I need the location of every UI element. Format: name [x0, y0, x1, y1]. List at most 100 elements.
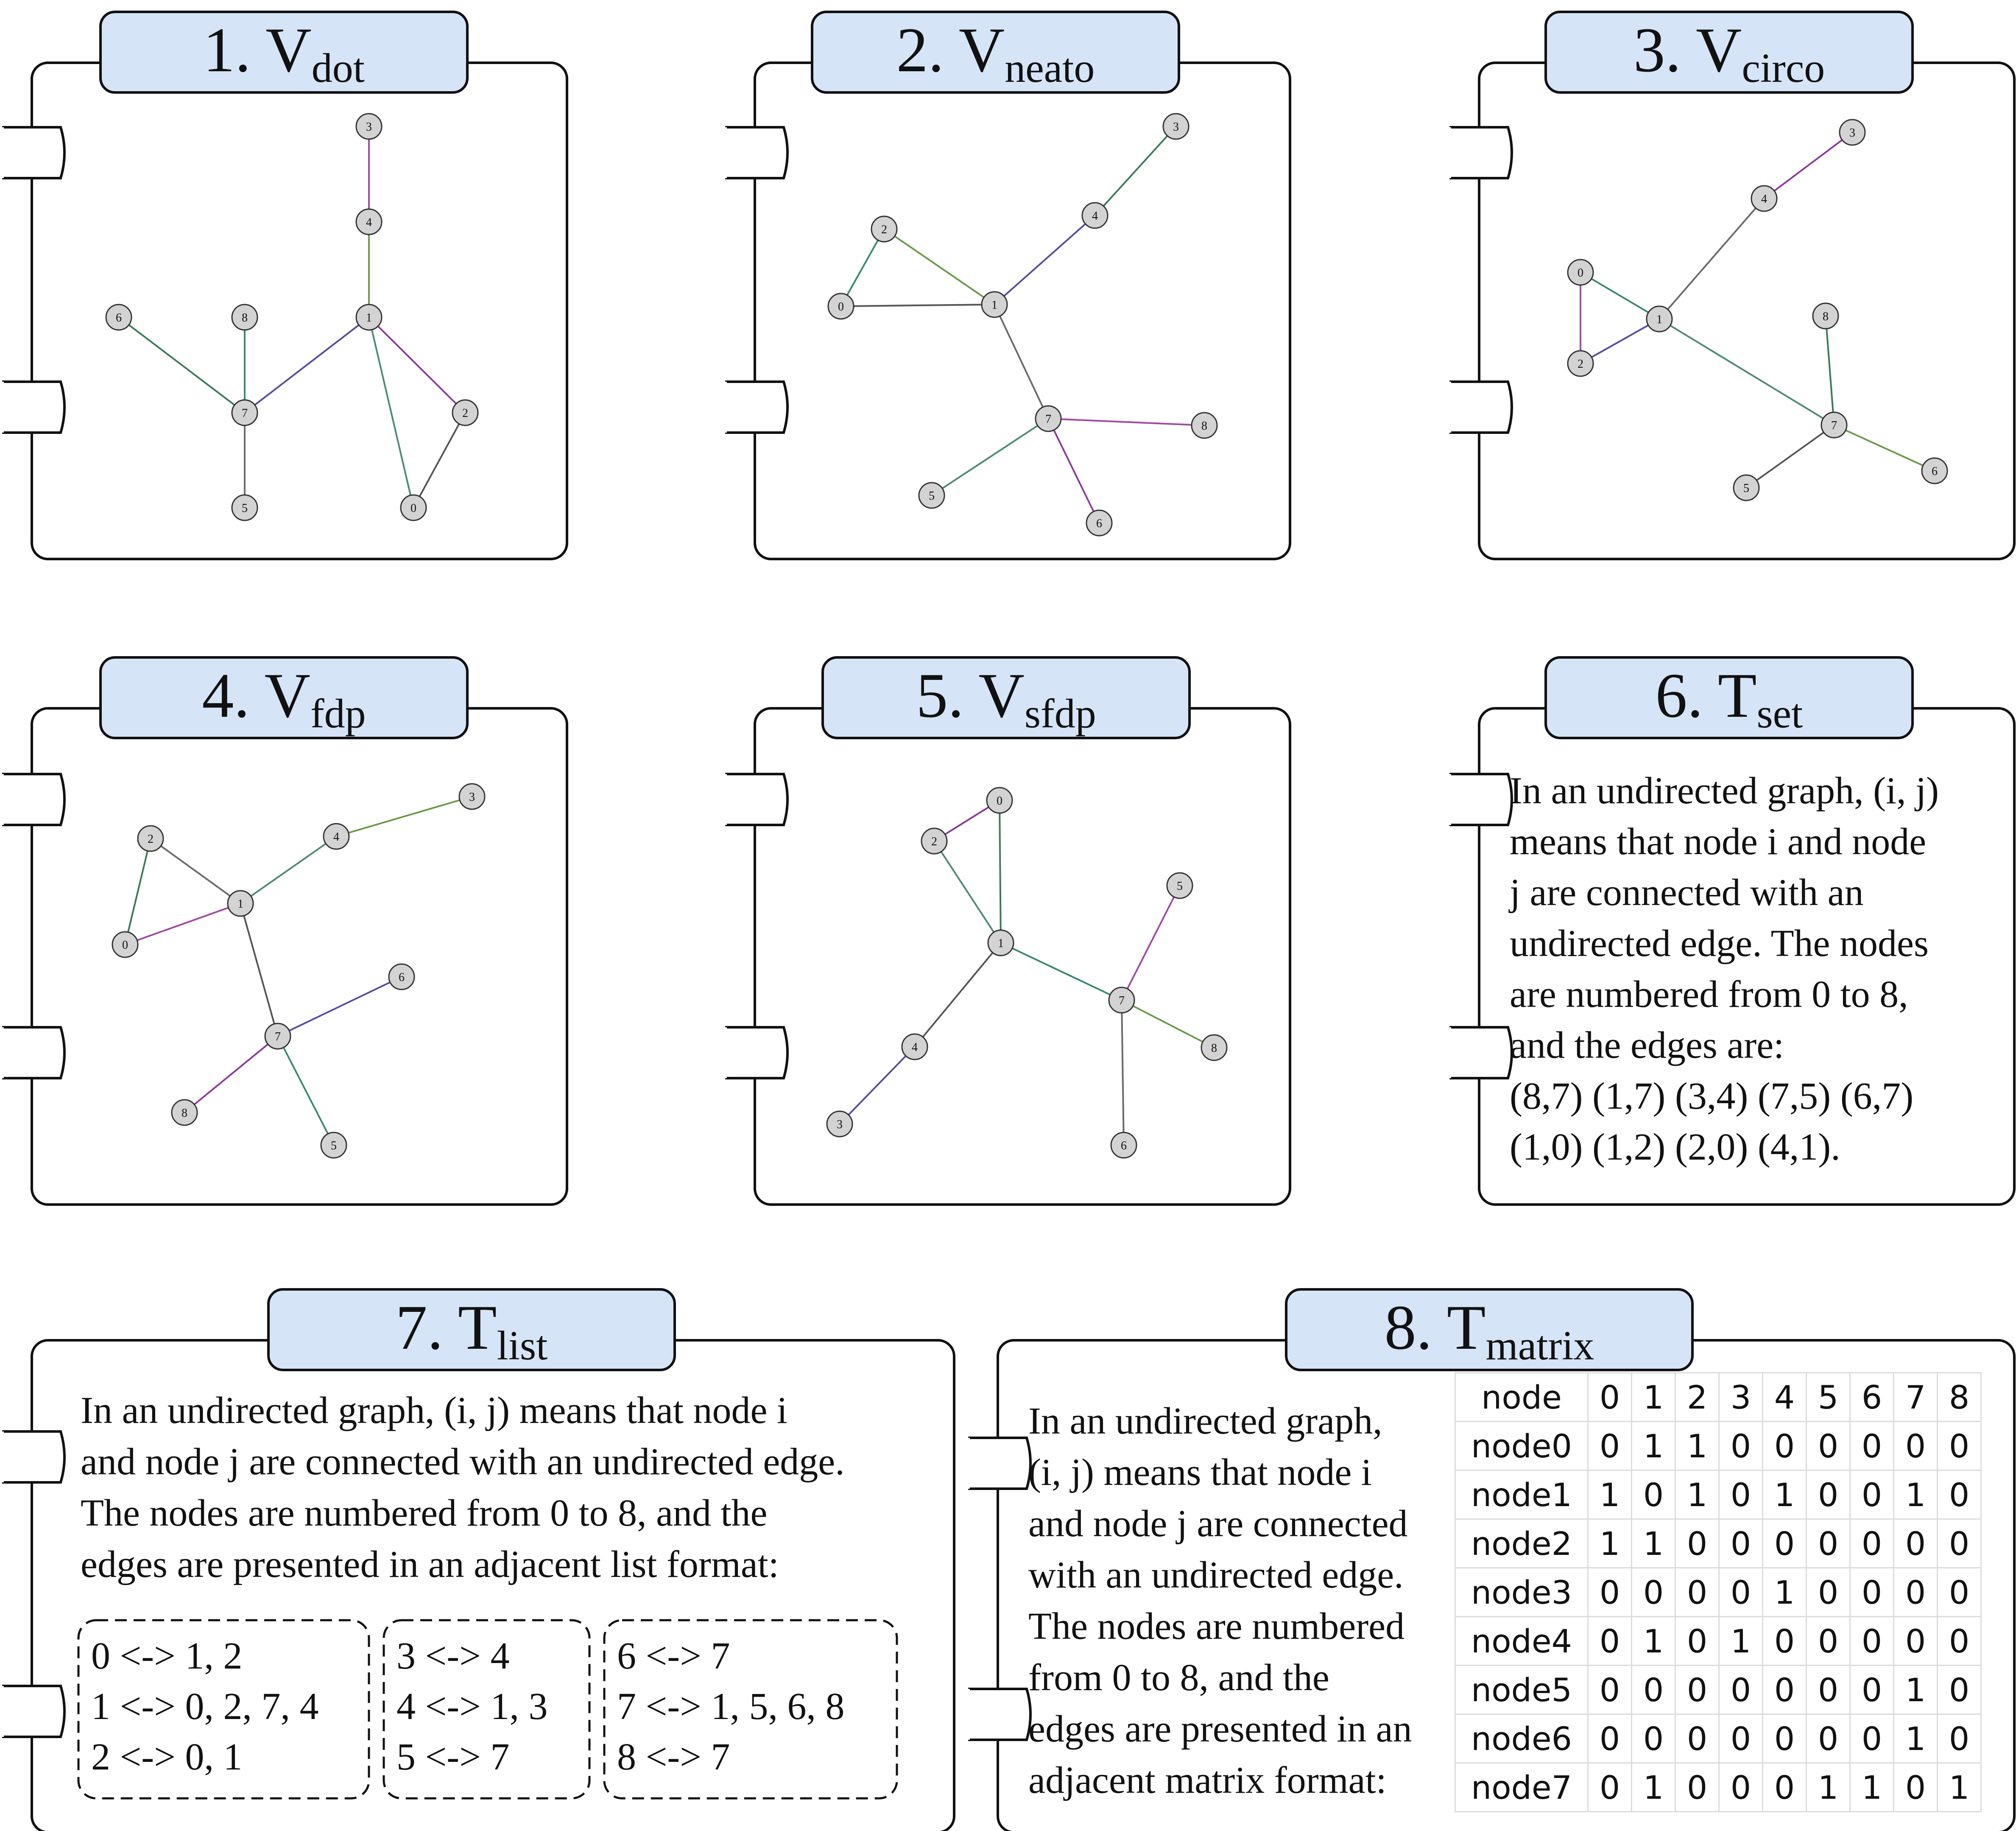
graph-node-label: 3	[469, 791, 475, 804]
graph-node-label: 3	[366, 120, 372, 134]
graph-edge	[1121, 885, 1181, 1001]
matrix-row-label: node5	[1455, 1665, 1589, 1715]
graph-node	[1162, 113, 1189, 140]
graph-node	[400, 494, 427, 521]
graph-edge	[839, 1046, 916, 1125]
graph-node-label: 1	[366, 311, 372, 324]
adjacency-entry: 8 <-> 7	[617, 1736, 730, 1778]
connector-port-icon	[1449, 773, 1513, 826]
matrix-cell: 0	[1937, 1518, 1982, 1568]
graph-edge	[840, 229, 885, 307]
graph-node	[1733, 474, 1760, 501]
graph-edge	[244, 316, 370, 414]
graph-edge	[933, 840, 1002, 944]
graph-edge	[1094, 126, 1177, 216]
graph-edge	[1580, 271, 1660, 320]
panel-title-subscript: matrix	[1486, 1323, 1594, 1369]
matrix-cell: 2	[1675, 1372, 1720, 1422]
matrix-cell: 1	[1849, 1762, 1894, 1812]
matrix-cell: 0	[1718, 1518, 1763, 1568]
graph-node	[1921, 457, 1948, 484]
graph-node-label: 2	[1578, 358, 1583, 371]
matrix-row-label: node	[1455, 1372, 1589, 1422]
matrix-text-line: The nodes are numbered	[1028, 1605, 1405, 1647]
graph-edge	[125, 903, 241, 945]
graph-edge	[240, 836, 337, 904]
graph-node-label: 1	[991, 299, 997, 312]
graph-edge	[1825, 316, 1835, 425]
graph-node	[871, 215, 898, 243]
graph-edge	[1659, 318, 1835, 426]
matrix-cell: 8	[1937, 1372, 1982, 1422]
matrix-cell: 0	[1587, 1616, 1632, 1666]
graph-node-label: 4	[333, 830, 339, 844]
graph-node	[452, 399, 479, 426]
matrix-text-line: from 0 to 8, and the	[1028, 1657, 1329, 1699]
graph-edge	[1580, 318, 1660, 364]
graph-node	[105, 304, 132, 331]
connector-port-icon	[725, 773, 789, 826]
graph-node	[1086, 509, 1113, 537]
panel-1	[0, 61, 568, 560]
graph-node-label: 4	[1092, 210, 1098, 223]
matrix-cell: 3	[1718, 1372, 1763, 1422]
graph-edge	[1048, 418, 1205, 426]
matrix-cell: 0	[1718, 1470, 1763, 1520]
adjacency-entry: 3 <-> 4	[396, 1635, 510, 1677]
graph-node-label: 5	[242, 502, 248, 515]
graph-node	[901, 1033, 928, 1060]
panel-title-tab	[267, 1288, 676, 1371]
graph-node-label: 0	[997, 794, 1002, 808]
matrix-cell: 0	[1587, 1762, 1632, 1812]
matrix-cell: 5	[1806, 1372, 1851, 1422]
matrix-cell: 0	[1849, 1421, 1894, 1471]
graph-node	[1035, 405, 1062, 432]
adjacency-group-box	[603, 1619, 898, 1800]
matrix-cell: 0	[1718, 1421, 1763, 1471]
matrix-cell: 1	[1762, 1567, 1807, 1617]
graph-node	[826, 1110, 853, 1138]
connector-port-icon	[968, 1688, 1032, 1741]
graph-node-label: 0	[410, 502, 416, 515]
matrix-cell: 0	[1587, 1372, 1632, 1422]
graph-node-label: 6	[399, 971, 405, 984]
panel-title-tab	[99, 11, 469, 94]
matrix-cell: 0	[1762, 1421, 1807, 1471]
panel-title-main: 6. T	[1656, 660, 1757, 731]
graph-node-label: 1	[1656, 313, 1662, 326]
matrix-cell: 1	[1631, 1616, 1676, 1666]
matrix-row-label: node7	[1455, 1762, 1589, 1812]
graph-edge	[1047, 418, 1100, 523]
set-text-line: (1,0) (1,2) (2,0) (4,1).	[1510, 1126, 1840, 1168]
adjacency-entry: 1 <-> 0, 2, 7, 4	[91, 1686, 319, 1728]
matrix-cell: 1	[1893, 1665, 1938, 1715]
graph-edge	[931, 418, 1049, 496]
matrix-cell: 0	[1675, 1518, 1720, 1568]
matrix-cell: 1	[1762, 1470, 1807, 1520]
matrix-cell: 0	[1718, 1762, 1763, 1812]
graph-edge	[999, 800, 1002, 943]
graph-node-label: 4	[366, 216, 372, 229]
panel-title-main: 1. V	[203, 15, 312, 85]
graph-node	[1821, 411, 1848, 439]
graph-node-label: 5	[331, 1139, 337, 1152]
matrix-cell: 1	[1675, 1470, 1720, 1520]
graph-node	[137, 825, 164, 852]
graph-node-label: 2	[881, 223, 887, 236]
matrix-text-line: and node j are connected	[1028, 1503, 1408, 1545]
matrix-cell: 0	[1631, 1665, 1676, 1715]
matrix-cell: 0	[1762, 1616, 1807, 1666]
graph-node	[112, 931, 139, 958]
graph-edge	[1834, 424, 1935, 472]
panel-7	[0, 1339, 955, 1831]
matrix-cell: 0	[1762, 1714, 1807, 1764]
matrix-cell: 0	[1806, 1665, 1851, 1715]
graph-edge	[118, 316, 246, 414]
panel-title: 7. Tlist	[396, 1292, 548, 1369]
matrix-cell: 0	[1893, 1518, 1938, 1568]
graph-node-label: 8	[242, 311, 248, 324]
matrix-cell: 0	[1937, 1714, 1982, 1764]
matrix-cell: 0	[1937, 1567, 1982, 1617]
graph-node	[1646, 305, 1673, 333]
